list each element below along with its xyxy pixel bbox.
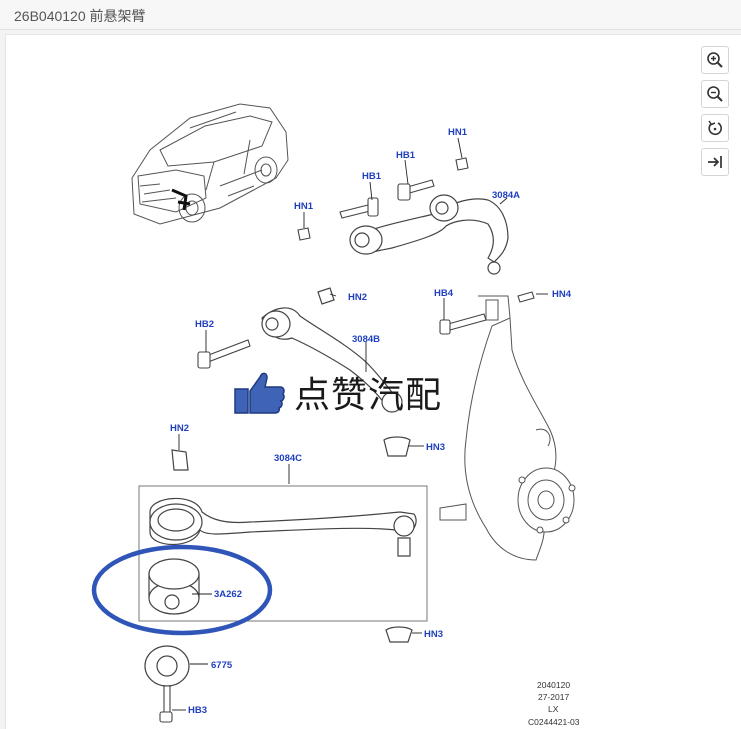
label-hn4: HN4 xyxy=(552,289,572,300)
label-3a262: 3A262 xyxy=(214,589,242,600)
meta-line-4: C0244421-03 xyxy=(528,717,580,727)
zoom-in-button[interactable] xyxy=(701,46,729,74)
label-hb3: HB3 xyxy=(188,705,207,716)
title-bar: 26B040120 前悬架臂 xyxy=(0,0,741,30)
zoom-out-icon xyxy=(707,86,723,102)
label-hn1-left: HN1 xyxy=(294,201,314,212)
viewer-toolbar xyxy=(701,46,731,182)
bolt-hb2 xyxy=(197,339,251,369)
label-hb1-a: HB1 xyxy=(396,150,416,161)
middle-arm-3084b xyxy=(261,287,411,457)
bolt-hb3 xyxy=(159,685,173,723)
leader-lines xyxy=(172,137,548,711)
meta-line-3: LX xyxy=(548,704,559,714)
bolt-hb1-a xyxy=(339,179,435,219)
label-hn3-mid: HN3 xyxy=(426,442,445,453)
rotate-icon xyxy=(708,120,722,136)
label-3084c: 3084C xyxy=(274,453,302,464)
rotate-button[interactable] xyxy=(701,114,729,142)
label-hn2-low: HN2 xyxy=(170,423,189,434)
zoom-in-icon xyxy=(707,52,723,68)
nut-hn1 xyxy=(297,157,469,241)
bolt-hb4 xyxy=(439,291,535,335)
label-3084a: 3084A xyxy=(492,190,520,201)
label-6775: 6775 xyxy=(211,660,233,671)
highlight-ellipse xyxy=(91,544,273,636)
label-3084b: 3084B xyxy=(352,334,380,345)
bushing-3a262 xyxy=(148,558,200,615)
lower-arm-3084c xyxy=(149,449,417,643)
vehicle-highlight-arm xyxy=(171,188,191,211)
upper-arm-3084a xyxy=(349,194,509,275)
label-hb4: HB4 xyxy=(434,288,454,299)
watermark-text: 点赞汽配 xyxy=(294,375,443,416)
label-hn3-low: HN3 xyxy=(424,629,443,640)
steering-knuckle xyxy=(439,295,576,561)
label-hn1-top: HN1 xyxy=(448,127,468,138)
fit-width-button[interactable] xyxy=(701,148,729,176)
fit-to-width-icon xyxy=(708,156,722,168)
label-hb2: HB2 xyxy=(195,319,214,330)
washer-6775 xyxy=(144,645,190,687)
meta-line-1: 2040120 xyxy=(537,680,570,690)
zoom-out-button[interactable] xyxy=(701,80,729,108)
watermark: 点赞汽配 xyxy=(234,366,442,418)
vehicle-illustration xyxy=(131,103,289,225)
meta-line-2: 27-2017 xyxy=(538,692,569,702)
page-title: 26B040120 前悬架臂 xyxy=(14,8,146,24)
label-hn2-mid: HN2 xyxy=(348,292,367,303)
label-hb1-b: HB1 xyxy=(362,171,382,182)
thumbs-up-icon xyxy=(234,372,285,414)
